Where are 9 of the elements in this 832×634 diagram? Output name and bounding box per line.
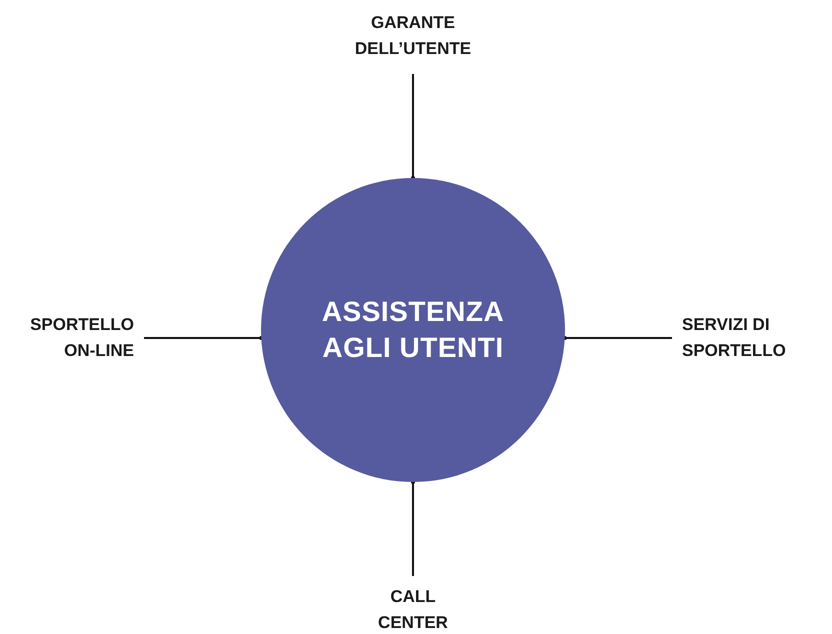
branch-label: SPORTELLO ON-LINE [29,314,134,362]
branch-label: CALL CENTER [377,586,449,634]
connector-line [144,336,264,340]
branch-label: GARANTE DELL’UTENTE [354,12,472,60]
hub-title: ASSISTENZA AGLI UTENTI [320,295,506,365]
connector-line [562,336,672,340]
connector-line [411,480,415,576]
branch-label: SERVIZI DI SPORTELLO [682,314,787,362]
connector-line [411,74,415,180]
